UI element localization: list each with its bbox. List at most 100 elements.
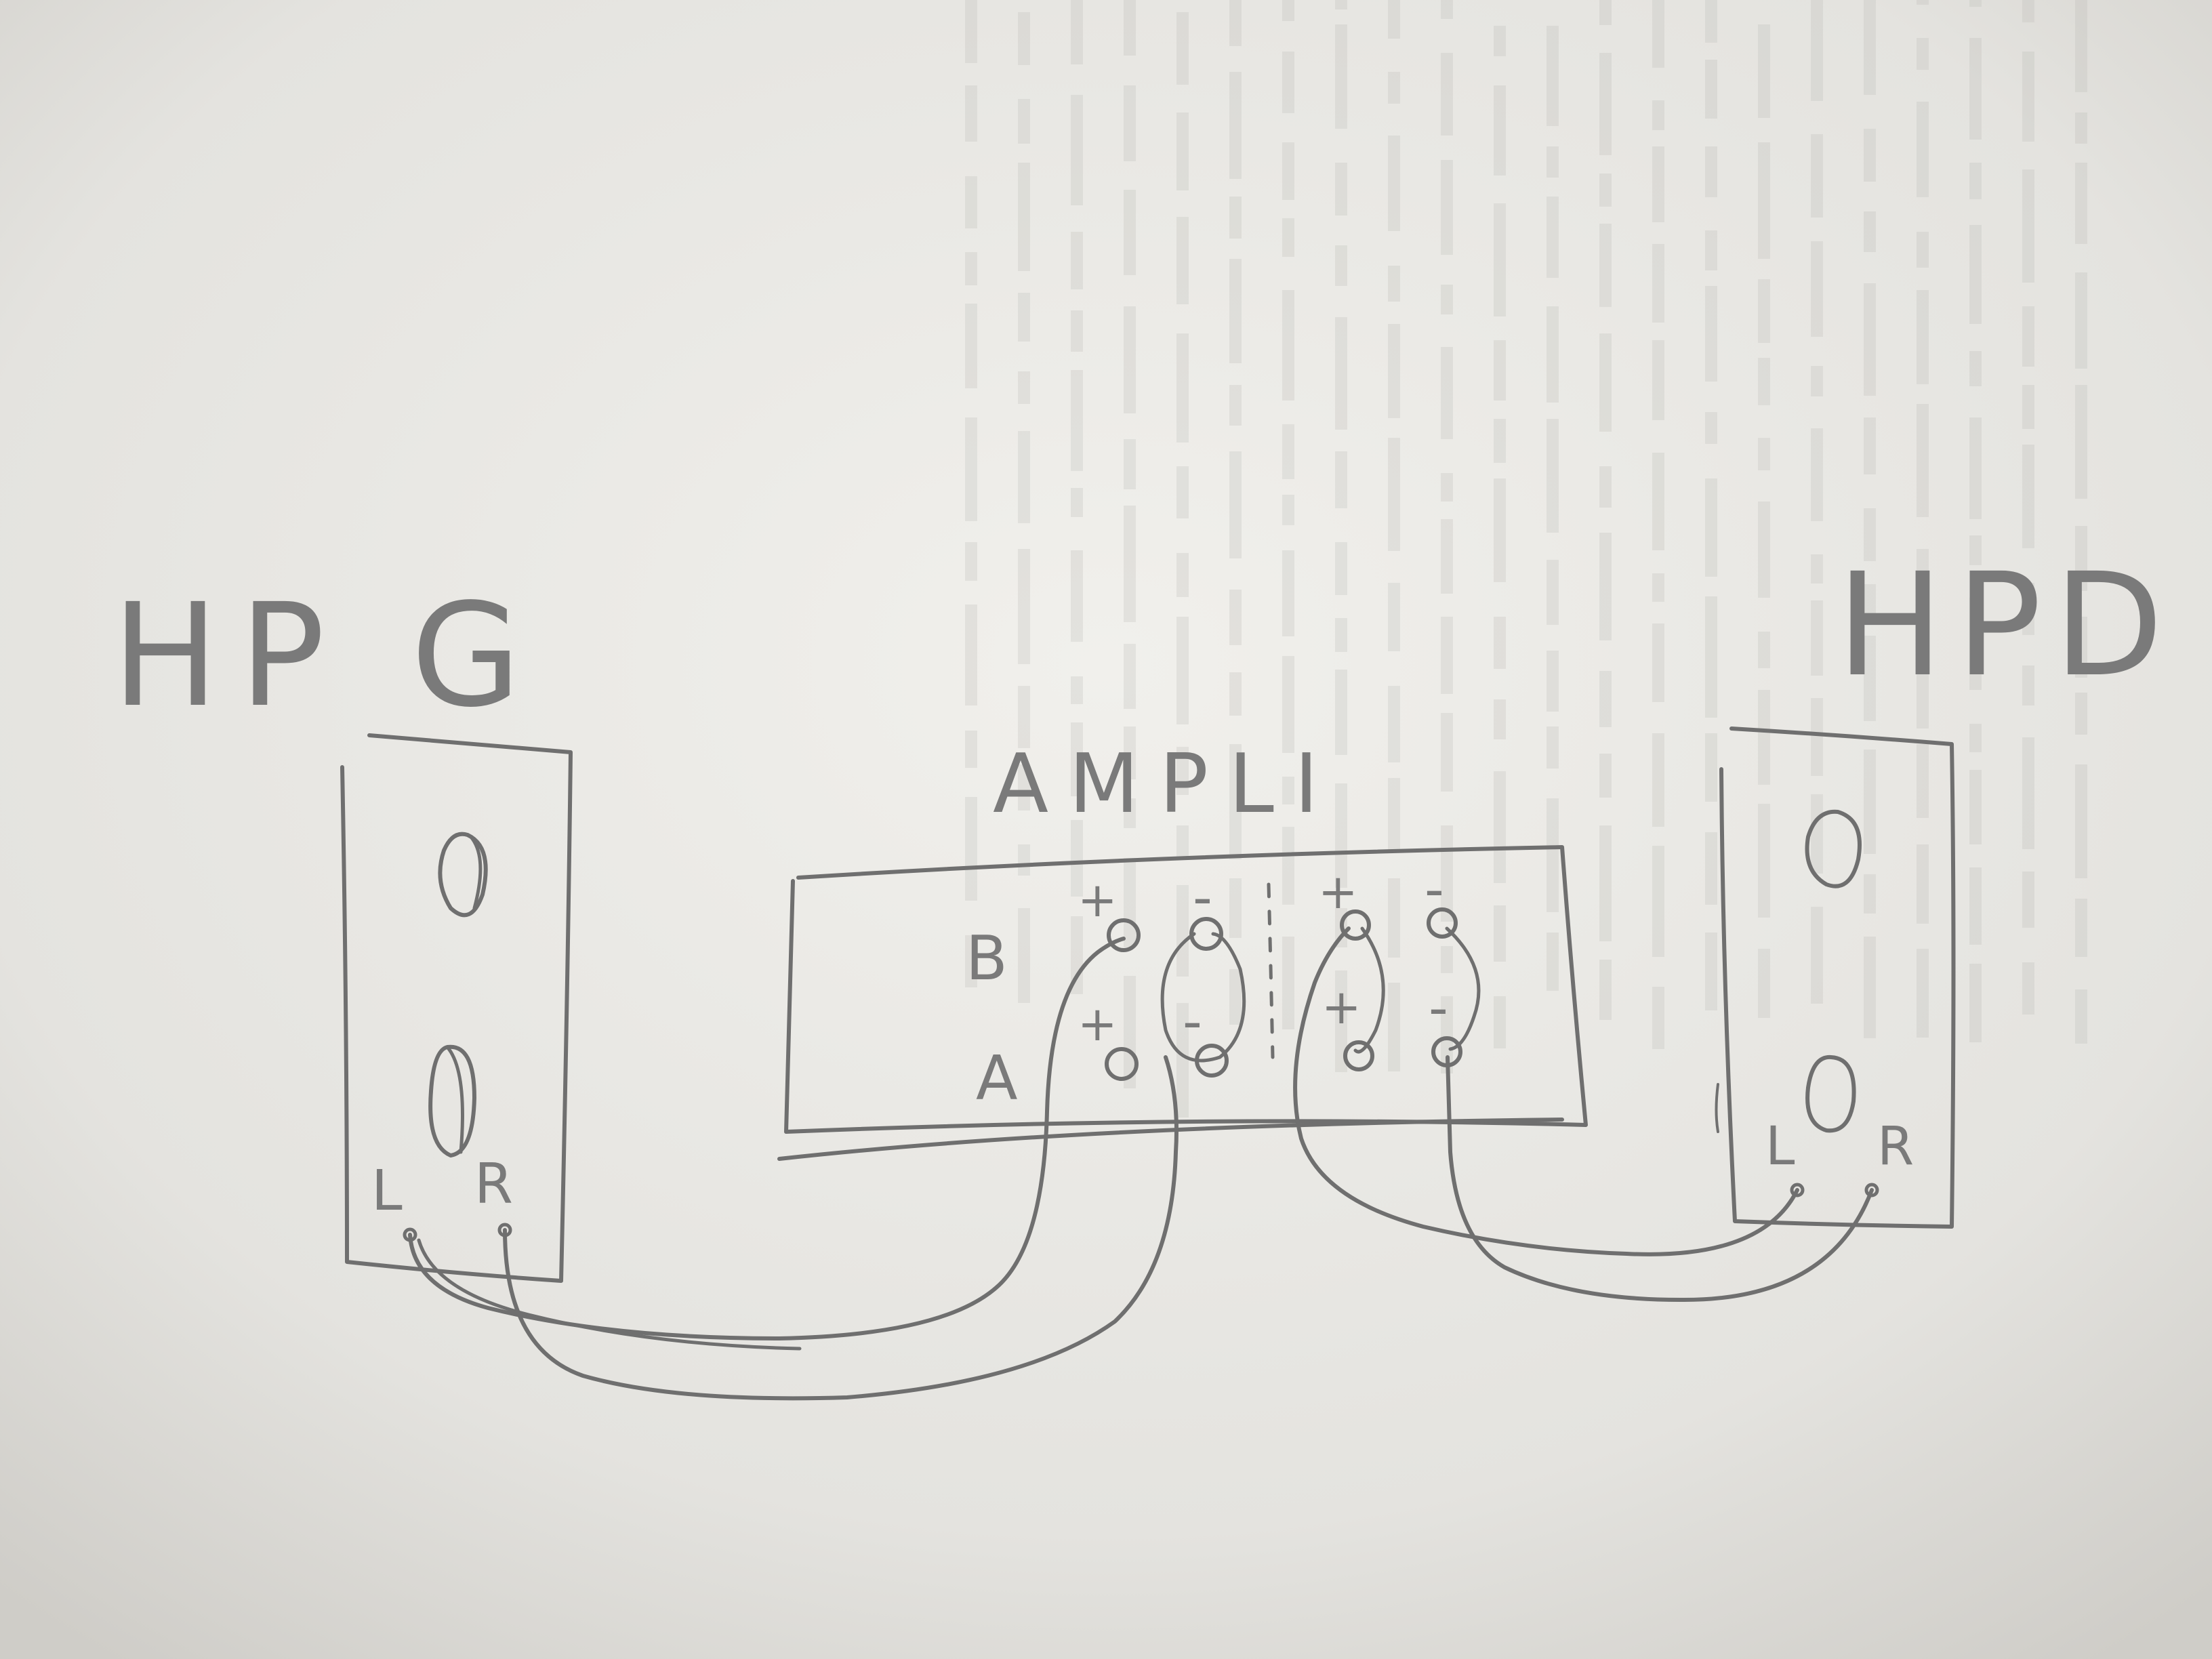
bleed-mark (1335, 245, 1347, 286)
right-speaker-terminal-l-dot (1790, 1183, 1805, 1197)
bleed-mark (1124, 306, 1136, 413)
bleed-mark (1494, 478, 1506, 582)
bleed-mark (1864, 0, 1876, 95)
bleed-mark (1124, 85, 1136, 161)
bleed-mark (1758, 632, 1770, 668)
bleed-mark (1705, 146, 1717, 197)
bleed-mark (1282, 777, 1294, 804)
bleed-mark (1282, 827, 1294, 905)
bleed-mark (1176, 466, 1189, 518)
bleed-mark (1282, 937, 1294, 1029)
bleed-mark (965, 605, 977, 705)
bleed-mark (1176, 747, 1189, 795)
bleed-mark (1494, 617, 1506, 669)
bleed-mark (1176, 553, 1189, 597)
bleed-mark (1176, 12, 1189, 85)
bleed-mark (2075, 693, 2087, 735)
bleed-mark (1917, 102, 1929, 197)
bleed-mark (1864, 417, 1876, 474)
bleed-mark (965, 304, 977, 388)
bleed-mark (1811, 794, 1823, 874)
bleed-mark (1071, 676, 1083, 704)
bleed-mark (1335, 618, 1347, 652)
bleed-mark (1547, 146, 1559, 178)
bleed-mark (1864, 283, 1876, 396)
bleed-mark (1864, 937, 1876, 1038)
bleed-mark (1652, 987, 1664, 1049)
bleed-mark (1229, 672, 1242, 716)
bleed-mark (1018, 293, 1030, 342)
bleed-mark (1652, 623, 1664, 702)
bleed-mark (1176, 617, 1189, 724)
bleed-mark (1441, 160, 1453, 255)
left-speaker-terminal-l: L (371, 1159, 403, 1223)
bleed-mark (1864, 129, 1876, 182)
bleed-mark (1071, 820, 1083, 897)
bleed-mark (1124, 798, 1136, 828)
bleed-mark (1917, 290, 1929, 384)
bleed-mark (1599, 0, 1612, 25)
bleed-mark (1124, 190, 1136, 275)
right-speaker-driver-top (1805, 809, 1862, 888)
bleed-mark (1969, 598, 1982, 690)
bleed-mark (1652, 0, 1664, 68)
bleed-mark (1018, 844, 1030, 876)
bleed-mark (1758, 804, 1770, 918)
right-speaker: HPD L R (1715, 542, 2163, 1229)
bleed-mark (1441, 617, 1453, 694)
bleed-mark (1494, 419, 1506, 463)
bleed-mark (1282, 656, 1294, 753)
bleed-mark (1811, 241, 1823, 337)
bleed-mark (965, 797, 977, 901)
bleed-mark (1335, 542, 1347, 595)
bleed-mark (2022, 665, 2034, 705)
right-speaker-driver-bottom (1805, 1054, 1856, 1133)
bleed-mark (1599, 224, 1612, 307)
bleed-mark (2075, 764, 2087, 878)
bleed-mark (1652, 100, 1664, 130)
bleed-mark (1018, 163, 1030, 271)
bleed-mark (1071, 550, 1083, 642)
bleed-mark (1864, 508, 1876, 561)
bleed-mark (1441, 347, 1453, 439)
terminal-a2-plus: + (1322, 979, 1361, 1035)
bleed-mark (1494, 996, 1506, 1048)
bleed-mark (1176, 825, 1189, 857)
bleed-mark (2022, 962, 2034, 1015)
bleed-mark (965, 731, 977, 768)
bleed-mark (1969, 38, 1982, 140)
left-speaker-box (340, 733, 573, 1283)
bleed-mark (1705, 933, 1717, 1010)
bleed-mark (1124, 506, 1136, 622)
right-speaker-box (1719, 726, 1956, 1229)
bleed-mark (1441, 53, 1453, 136)
bleed-mark (1388, 583, 1400, 651)
bleed-mark (1652, 846, 1664, 957)
bleed-mark (1124, 858, 1136, 947)
bleed-mark (1282, 495, 1294, 525)
bleed-mark (1758, 949, 1770, 1018)
bleed-mark (1758, 501, 1770, 598)
left-speaker-terminal-r: R (474, 1152, 513, 1216)
bleed-mark (1124, 0, 1136, 56)
bleed-mark (1811, 554, 1823, 583)
bleed-mark (1441, 473, 1453, 501)
bleed-mark (1811, 134, 1823, 218)
amplifier-box (784, 845, 1588, 1134)
bleed-mark (2075, 0, 2087, 92)
bleed-mark (2022, 0, 2034, 22)
bleed-mark (2075, 899, 2087, 957)
bleed-mark (1969, 351, 1982, 386)
bleed-mark (1282, 52, 1294, 113)
bleed-mark (1758, 142, 1770, 259)
bleed-mark (965, 0, 977, 63)
bleed-mark (2075, 526, 2087, 591)
bleed-mark (1018, 908, 1030, 1003)
bleed-mark (2022, 872, 2034, 928)
bleed-mark (1917, 38, 1929, 70)
bleed-mark (1917, 404, 1929, 517)
bleed-mark (1705, 230, 1717, 270)
bleed-mark (1229, 969, 1242, 1025)
bleed-mark (1969, 867, 1982, 945)
bleed-mark (1652, 244, 1664, 323)
